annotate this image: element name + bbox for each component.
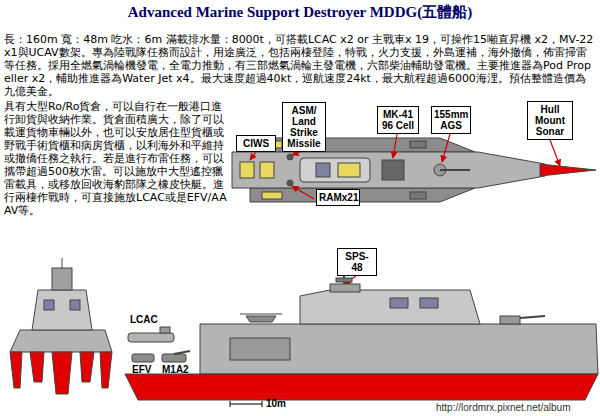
callout-box: CIWS [236, 135, 276, 152]
scale-label: 10m [266, 398, 286, 409]
callout-text: MK-41 96 Cell [380, 109, 416, 131]
callout-text: CIWS [239, 138, 273, 149]
callout-text: SPS-48 [340, 251, 374, 273]
vehicle-label: M1A2 [162, 364, 189, 375]
side-view [125, 276, 598, 400]
callout-box: SPS-48 [337, 248, 377, 276]
vehicles [128, 327, 190, 362]
text-flow: 長：160m 寬：48m 吃水：6m 滿載排水量：8000t，可搭載LCAC x… [4, 33, 596, 217]
vehicle-label: EFV [132, 364, 151, 375]
callout-text: 155mm AGS [434, 109, 468, 131]
callout-text: ASM/ Land Strike Missile [285, 105, 323, 149]
callout-box: RAMx21 [316, 189, 360, 206]
vehicle-label: LCAC [130, 314, 158, 325]
diagram-title: Advanced Marine Support Destroyer MDDG(五… [0, 3, 600, 22]
callout-box: ASM/ Land Strike Missile [282, 102, 326, 152]
leader-lines [250, 134, 560, 284]
callout-text: RAMx21 [319, 192, 357, 203]
callout-box: MK-41 96 Cell [377, 106, 419, 134]
scale-bar [230, 401, 262, 407]
watermark: http://lordmrx.pixnet.net/album [436, 402, 571, 413]
callout-box: 155mm AGS [431, 106, 471, 134]
callout-text: Hull Mount Sonar [530, 104, 570, 137]
description-paragraph: 具有大型Ro/Ro貨倉，可以自行在一般港口進行卸貨與收納作業。貨倉面積廣大，除了… [4, 100, 228, 217]
callout-box: Hull Mount Sonar [527, 101, 573, 140]
description-paragraph: 長：160m 寬：48m 吃水：6m 滿載排水量：8000t，可搭載LCAC x… [4, 33, 596, 98]
front-view [10, 258, 112, 394]
